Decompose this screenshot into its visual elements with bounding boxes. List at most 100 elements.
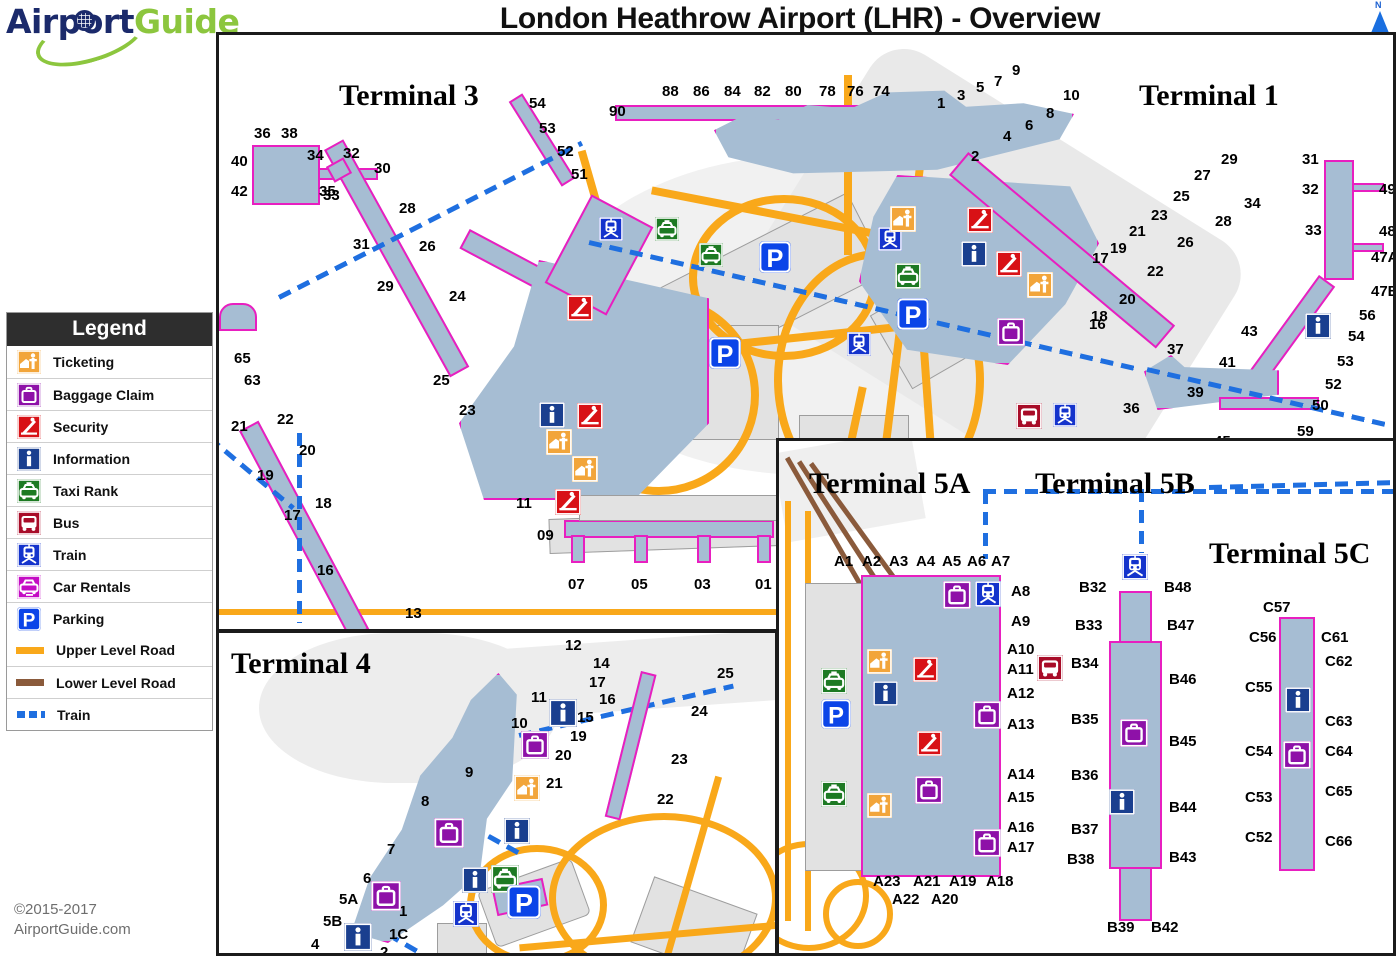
baggage-claim-icon[interactable] — [973, 829, 1001, 857]
taxi-rank-icon[interactable] — [655, 217, 679, 241]
legend-item-car-rentals: Car Rentals — [7, 570, 212, 602]
gate-label: 05 — [631, 576, 648, 593]
parking-icon[interactable]: P — [821, 699, 851, 729]
gate-label: 18 — [1091, 308, 1108, 325]
t3-terminal-roof — [579, 495, 779, 521]
gate-label: 35 — [319, 183, 336, 200]
train-icon[interactable] — [599, 217, 623, 241]
gate-label: A8 — [1011, 583, 1031, 600]
gate-label: 53 — [539, 120, 556, 137]
security-icon[interactable] — [917, 731, 942, 756]
information-icon[interactable] — [1285, 687, 1311, 713]
information-icon[interactable] — [549, 699, 577, 727]
parking-icon[interactable]: P — [759, 241, 791, 273]
security-icon[interactable] — [567, 295, 593, 321]
baggage-claim-icon[interactable] — [915, 776, 943, 804]
baggage-claim-icon[interactable] — [997, 318, 1025, 346]
gate-label: 20 — [555, 747, 572, 764]
information-icon[interactable] — [504, 818, 530, 844]
gate-label: 2 — [380, 944, 389, 956]
train-icon[interactable] — [453, 901, 479, 927]
legend-item-label: Information — [53, 450, 130, 467]
taxi-rank-icon[interactable] — [821, 781, 847, 807]
gate-label: A20 — [931, 891, 959, 908]
information-icon[interactable] — [344, 923, 372, 951]
gate-label: C63 — [1325, 713, 1353, 730]
security-icon[interactable] — [967, 207, 993, 233]
bus-icon[interactable] — [1016, 403, 1042, 429]
ticketing-icon[interactable] — [514, 775, 540, 801]
north-arrow-shape — [1371, 11, 1389, 33]
ticketing-icon[interactable] — [867, 649, 892, 674]
parking-icon[interactable]: P — [897, 298, 929, 330]
baggage-claim-icon[interactable] — [371, 881, 401, 911]
ticketing-icon[interactable] — [546, 429, 572, 455]
taxi-rank-icon[interactable] — [821, 668, 847, 694]
information-icon[interactable] — [462, 867, 488, 893]
gate-label: 9 — [465, 764, 474, 781]
t3-stand-07 — [571, 535, 585, 563]
taxi-rank-icon[interactable] — [895, 263, 921, 289]
information-icon[interactable] — [1305, 313, 1331, 339]
gate-label: 41 — [1219, 354, 1236, 371]
information-icon[interactable] — [873, 681, 898, 706]
legend-item-bus: Bus — [7, 506, 212, 538]
gate-label: C56 — [1249, 629, 1277, 646]
train-icon[interactable] — [847, 332, 871, 356]
baggage-claim-icon[interactable] — [434, 818, 464, 848]
gate-label: 21 — [231, 418, 248, 435]
gate-label: 19 — [1110, 240, 1127, 257]
legend-item-label: Bus — [53, 514, 80, 531]
gate-label: B39 — [1107, 919, 1135, 936]
train-line-swatch — [17, 711, 45, 718]
ticketing-icon[interactable] — [1027, 272, 1053, 298]
gate-label: A19 — [949, 873, 977, 890]
ticketing-icon[interactable] — [867, 793, 892, 818]
svg-text:P: P — [515, 889, 533, 919]
t5-train-line-5a-spur — [983, 491, 988, 559]
t1-spur-48 — [1352, 243, 1384, 252]
terminal-5-panel: Terminal 5A Terminal 5B Terminal 5C A1 A… — [776, 438, 1396, 956]
baggage-claim-icon[interactable] — [521, 731, 549, 759]
train-icon[interactable] — [1122, 554, 1148, 580]
upper-level-road-swatch — [16, 646, 44, 654]
gate-label: 51 — [571, 166, 588, 183]
train-icon[interactable] — [975, 581, 1001, 607]
bus-icon[interactable] — [1037, 655, 1063, 681]
gate-label: A11 — [1007, 661, 1034, 678]
parking-icon[interactable]: P — [709, 337, 741, 369]
baggage-claim-icon[interactable] — [1283, 741, 1311, 769]
information-icon[interactable] — [961, 241, 987, 267]
security-icon[interactable] — [996, 251, 1022, 277]
gate-label: 26 — [419, 238, 436, 255]
information-icon[interactable] — [1109, 789, 1135, 815]
gate-label: 22 — [1147, 263, 1164, 280]
gate-label: 34 — [307, 147, 324, 164]
ticketing-icon[interactable] — [572, 456, 598, 482]
parking-icon[interactable]: P — [507, 885, 541, 919]
train-icon[interactable] — [1053, 403, 1077, 427]
security-icon[interactable] — [555, 489, 581, 515]
gate-label: 4 — [311, 936, 320, 953]
gate-label: 2 — [971, 148, 980, 165]
baggage-claim-icon[interactable] — [973, 701, 1001, 729]
security-icon[interactable] — [577, 403, 603, 429]
legend-item-label: Parking — [53, 610, 105, 627]
baggage-claim-icon[interactable] — [1120, 719, 1148, 747]
gate-label: 29 — [377, 278, 394, 295]
svg-text:P: P — [905, 302, 922, 330]
gate-label: 21 — [1129, 223, 1146, 240]
security-icon[interactable] — [913, 657, 938, 682]
information-icon[interactable] — [539, 402, 565, 428]
gate-label: 8 — [1046, 105, 1055, 122]
legend-item-label: Security — [53, 418, 109, 435]
legend-item-ticketing: Ticketing — [7, 346, 212, 378]
taxi-rank-icon[interactable] — [699, 243, 723, 267]
gate-label: C61 — [1321, 629, 1349, 646]
gate-label: 74 — [873, 83, 890, 100]
gate-label: 40 — [231, 153, 248, 170]
gate-label: 22 — [657, 791, 674, 808]
ticketing-icon[interactable] — [890, 206, 916, 232]
gate-label: 65 — [234, 350, 251, 367]
baggage-claim-icon[interactable] — [943, 581, 971, 609]
